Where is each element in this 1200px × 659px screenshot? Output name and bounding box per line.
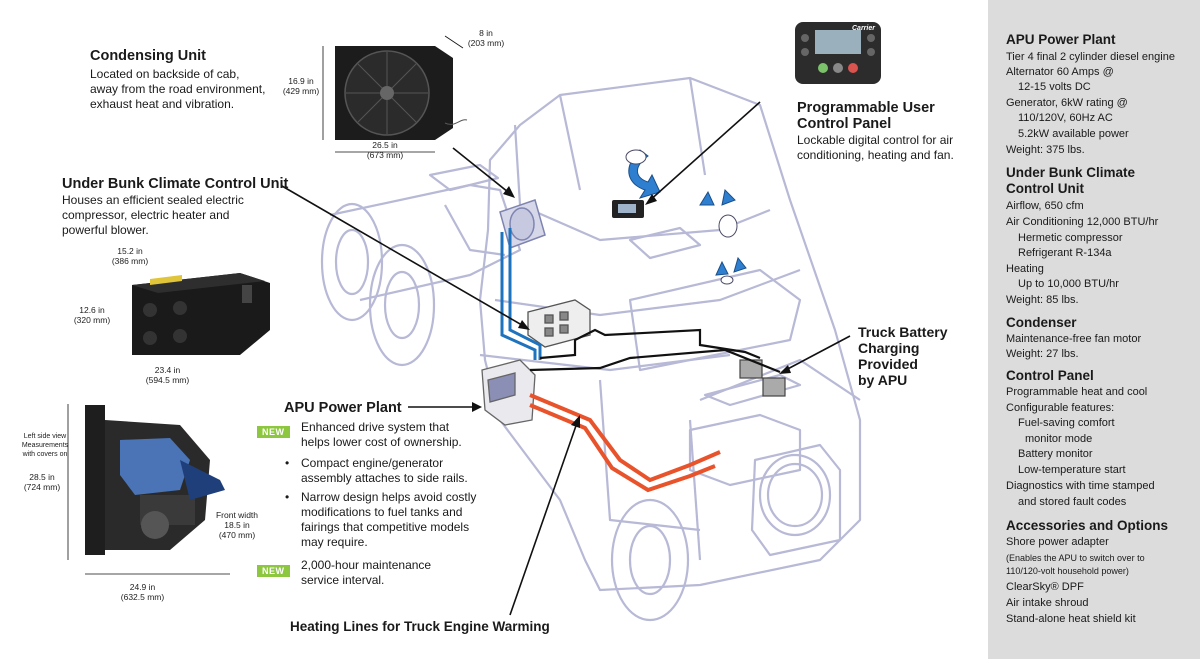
spec-line: ClearSky® DPF <box>1006 581 1084 593</box>
underbunk-width-dim: 23.4 in (594.5 mm) <box>145 365 190 385</box>
apu-on-truck <box>481 359 536 426</box>
underbunk-depth-dim: 15.2 in (386 mm) <box>111 246 149 266</box>
underbunk-desc: Houses an efficient sealed electric comp… <box>62 193 244 237</box>
underbunk-height-dim: 12.6 in (320 mm) <box>73 305 111 325</box>
spec-line: Fuel-saving comfort <box>1018 417 1115 429</box>
engine-note: Left side view Measurements with covers … <box>21 433 69 458</box>
spec-line: Refrigerant R-134a <box>1018 247 1112 259</box>
spec-line: Battery monitor <box>1018 448 1093 460</box>
spec-line: Airflow, 650 cfm <box>1006 200 1084 212</box>
heating-lines-title: Heating Lines for Truck Engine Warming <box>290 619 550 634</box>
condenser-depth-dim: 8 in (203 mm) <box>467 28 505 48</box>
engine-image <box>67 404 230 575</box>
spec-line-note: 110/120-volt household power) <box>1006 566 1129 576</box>
bullet-dot: • <box>285 456 290 470</box>
apu-title: APU Power Plant <box>284 400 402 416</box>
spec-line-note: (Enables the APU to switch over to <box>1006 553 1145 563</box>
spec-line: 5.2kW available power <box>1018 128 1129 140</box>
refrigerant-lines <box>500 228 542 360</box>
spec-sidebar: APU Power Plant Tier 4 final 2 cylinder … <box>988 0 1200 659</box>
underbunk-on-truck <box>527 299 591 348</box>
spec-line: monitor mode <box>1025 433 1093 445</box>
underbunk-image <box>132 273 270 355</box>
spec-line: Stand-alone heat shield kit <box>1006 613 1136 625</box>
new-badge: NEW <box>257 561 290 579</box>
apu-bullet-2: Compact engine/generator assembly attach… <box>301 456 468 485</box>
truck-diagram <box>281 76 862 622</box>
control-panel-image <box>795 22 881 84</box>
bullet-dot: • <box>285 490 290 504</box>
condenser-width-dim: 26.5 in (673 mm) <box>366 140 404 160</box>
spec-line: Shore power adapter <box>1006 536 1109 548</box>
spec-line: Weight: 27 lbs. <box>1006 348 1079 360</box>
new-badge: NEW <box>257 422 290 440</box>
spec-line: Weight: 375 lbs. <box>1006 144 1085 156</box>
power-wiring <box>529 328 781 374</box>
engine-front-width-dim: Front width 18.5 in (470 mm) <box>215 510 259 540</box>
apu-bullet-1: Enhanced drive system that helps lower c… <box>301 420 462 449</box>
engine-length-dim: 24.9 in (632.5 mm) <box>120 582 165 602</box>
condenser-image <box>322 35 468 153</box>
spec-heading-accessories: Accessories and Options <box>1006 518 1169 533</box>
spec-line: Heating <box>1006 263 1044 275</box>
spec-line: 12-15 volts DC <box>1018 81 1091 93</box>
spec-heading-condenser: Condenser <box>1006 315 1077 330</box>
spec-heading-apu: APU Power Plant <box>1006 32 1116 47</box>
condensing-unit-title: Condensing Unit <box>90 48 206 64</box>
control-panel-desc: Lockable digital control for air conditi… <box>797 133 954 162</box>
spec-line: Hermetic compressor <box>1018 232 1123 244</box>
condenser-height-dim: 16.9 in (429 mm) <box>282 76 320 96</box>
carrier-logo: Carrier <box>852 25 875 32</box>
apu-bullet-3: Narrow design helps avoid costly modific… <box>301 490 477 549</box>
spec-line: 110/120V, 60Hz AC <box>1018 112 1113 124</box>
spec-line: Low-temperature start <box>1018 464 1126 476</box>
condensing-unit-desc: Located on backside of cab, away from th… <box>90 67 266 111</box>
spec-line: Weight: 85 lbs. <box>1006 294 1079 306</box>
spec-line: Air intake shroud <box>1006 597 1089 609</box>
battery-title: Truck Battery Charging Provided by APU <box>858 324 948 388</box>
control-panel-title: Programmable User Control Panel <box>797 100 935 132</box>
apu-bullet-4: 2,000-hour maintenance service interval. <box>301 558 432 587</box>
spec-line: Alternator 60 Amps @ <box>1006 66 1114 78</box>
spec-heading-control-panel: Control Panel <box>1006 368 1094 383</box>
airflow-arrows <box>628 149 747 276</box>
spec-line: Programmable heat and cool <box>1006 386 1148 398</box>
spec-line: Configurable features: <box>1006 402 1115 414</box>
spec-line: Up to 10,000 BTU/hr <box>1018 278 1119 290</box>
spec-line: Maintenance-free fan motor <box>1006 333 1142 345</box>
control-panel-on-truck <box>612 200 644 218</box>
spec-line: Tier 4 final 2 cylinder diesel engine <box>1006 51 1175 63</box>
spec-line: Air Conditioning 12,000 BTU/hr <box>1006 216 1159 228</box>
spec-line: Generator, 6kW rating @ <box>1006 97 1128 109</box>
underbunk-title: Under Bunk Climate Control Unit <box>62 176 289 192</box>
spec-line: and stored fault codes <box>1018 496 1127 508</box>
engine-height-dim: 28.5 in (724 mm) <box>23 472 61 492</box>
spec-line: Diagnostics with time stamped <box>1006 480 1155 492</box>
